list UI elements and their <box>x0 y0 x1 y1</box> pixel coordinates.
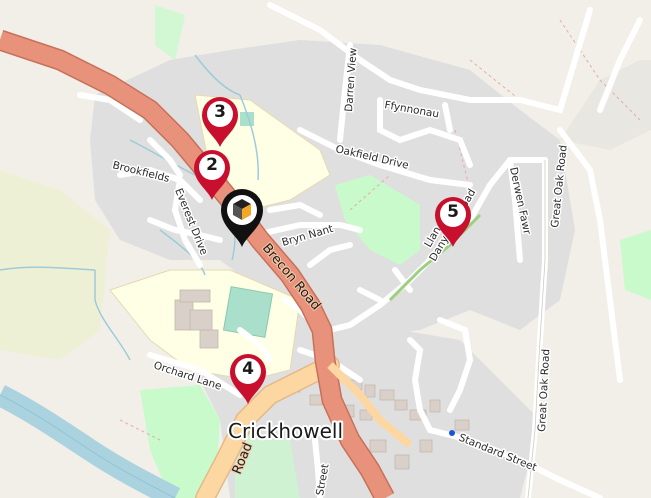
street-label-street-lower: Street <box>314 463 331 497</box>
sports-pitch <box>222 286 274 338</box>
map-marker-5[interactable]: 5 <box>431 193 475 249</box>
secondary-road <box>196 356 339 498</box>
map-marker-3[interactable]: 3 <box>198 93 242 149</box>
venue-logo-icon <box>221 189 263 247</box>
park-east <box>620 230 651 300</box>
marker-number: 4 <box>242 359 254 379</box>
brecon-road <box>0 31 393 498</box>
map-pin-icon <box>194 150 230 200</box>
residential-east <box>560 60 651 150</box>
boundary-lines <box>119 19 641 441</box>
marker-number: 2 <box>206 155 218 175</box>
park-south <box>235 430 300 498</box>
street-label-great-oak-road-lower: Great Oak Road <box>536 349 552 433</box>
park-north <box>155 5 185 60</box>
minor-road-casings <box>527 160 546 498</box>
farmland-left <box>0 170 110 360</box>
place-label-crickhowell: Crickhowell <box>228 419 343 443</box>
marker-number: 3 <box>214 102 226 122</box>
map-pin-icon <box>435 197 471 247</box>
streams <box>94 94 260 361</box>
map-pin-icon <box>230 354 266 404</box>
small-pitch <box>240 112 254 126</box>
map-marker-2[interactable]: 2 <box>190 146 234 202</box>
park-oakfield <box>335 175 420 265</box>
park-southwest <box>140 385 220 498</box>
map-pin-icon <box>202 97 238 147</box>
buildings <box>174 289 470 470</box>
map-marker-4[interactable]: 4 <box>226 350 270 406</box>
main-location-marker[interactable] <box>217 185 267 249</box>
marker-number: 5 <box>447 202 459 222</box>
bus-stop-icon <box>449 430 455 436</box>
